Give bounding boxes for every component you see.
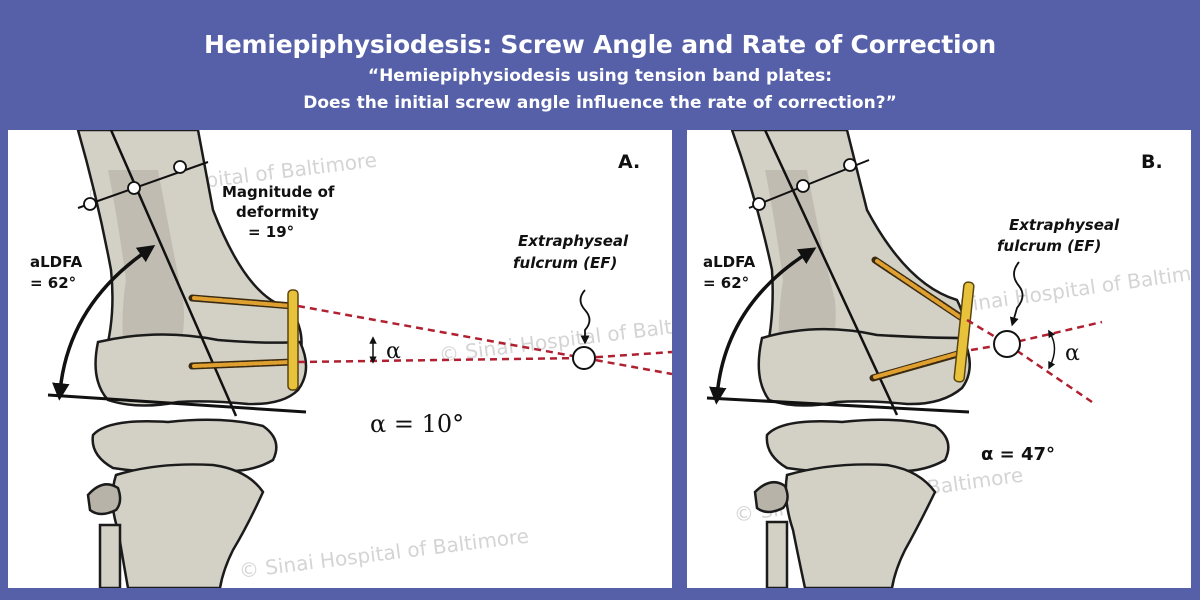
physis-marker [173, 160, 187, 174]
aldfa-value: = 62° [30, 274, 76, 292]
aldfa-arc-arrow [709, 247, 817, 405]
header: Hemiepiphysiodesis: Screw Angle and Rate… [0, 0, 1200, 128]
physis-marker [843, 158, 857, 172]
fulcrum-label-line1: Extraphyseal [1009, 216, 1120, 234]
aldfa-label: aLDFA [30, 253, 83, 271]
alpha-equation: α = 10° [370, 410, 464, 438]
tension-band-plate [287, 289, 299, 391]
page-subtitle-line1: “Hemiepiphysiodesis using tension band p… [367, 66, 833, 86]
femur-epiphysis [757, 327, 971, 407]
femur-axis-line [763, 130, 899, 416]
alpha-equation: α = 47° [981, 444, 1055, 465]
physis-marker [752, 197, 766, 211]
aldfa-label: aLDFA [703, 253, 756, 271]
aldfa-arc-arrow [52, 245, 156, 401]
magnitude-label-line1: Magnitude of [222, 183, 335, 201]
physis-marker [796, 179, 810, 193]
tibia-plateau [91, 418, 278, 474]
tibia-plateau [765, 418, 950, 474]
fulcrum-extension-2 [583, 356, 672, 376]
fulcrum-label-line2: fulcrum (EF) [997, 237, 1101, 255]
panel-a-illustration: © Sinai Hospital of Baltimore © Sinai Ho… [30, 130, 672, 588]
panel-a: © Sinai Hospital of Baltimore © Sinai Ho… [8, 130, 672, 588]
panel-b-label: B. [1141, 151, 1163, 173]
aldfa-value: = 62° [703, 274, 749, 292]
physis-marker [127, 181, 141, 195]
tension-band-plate [953, 281, 975, 383]
panel-b: © Sinai Hospital of Baltimore © Sinai Ho… [687, 130, 1191, 588]
proximal-screw-thread [192, 296, 293, 308]
panel-b-illustration: © Sinai Hospital of Baltimore © Sinai Ho… [703, 130, 1191, 588]
fulcrum-extension-2 [1006, 342, 1093, 404]
panel-a-label: A. [618, 151, 640, 173]
physis-marker [83, 197, 97, 211]
extraphyseal-fulcrum [572, 346, 596, 370]
fibula [98, 523, 122, 588]
fulcrum-label-line2: fulcrum (EF) [513, 254, 617, 272]
fibula [765, 520, 789, 588]
extraphyseal-fulcrum [993, 330, 1021, 358]
fulcrum-label-line1: Extraphyseal [518, 232, 629, 250]
fulcrum-pointer-arrow [1009, 261, 1024, 327]
tibia [784, 463, 937, 588]
fibula-head [753, 480, 789, 514]
alpha-symbol: α [386, 339, 401, 364]
page-title: Hemiepiphysiodesis: Screw Angle and Rate… [204, 30, 996, 59]
magnitude-value: = 19° [248, 223, 294, 241]
panel-a-watermark-3: © Sinai Hospital of Baltimore [238, 524, 531, 583]
proximal-screw-extension [297, 304, 585, 360]
fulcrum-pointer-arrow [579, 289, 591, 345]
fulcrum-extension-1 [1006, 320, 1103, 346]
distal-screw-thread [192, 360, 293, 368]
alpha-indicator [1048, 329, 1056, 370]
alpha-symbol: α [1065, 341, 1080, 366]
femur-epiphysis [94, 333, 308, 407]
proximal-screw-thread [875, 259, 962, 319]
page-subtitle-line2: Does the initial screw angle influence t… [303, 93, 897, 113]
distal-screw-thread [873, 350, 965, 379]
fulcrum-extension-1 [583, 350, 672, 360]
magnitude-label-line2: deformity [236, 203, 319, 221]
fibula-head [86, 483, 122, 516]
